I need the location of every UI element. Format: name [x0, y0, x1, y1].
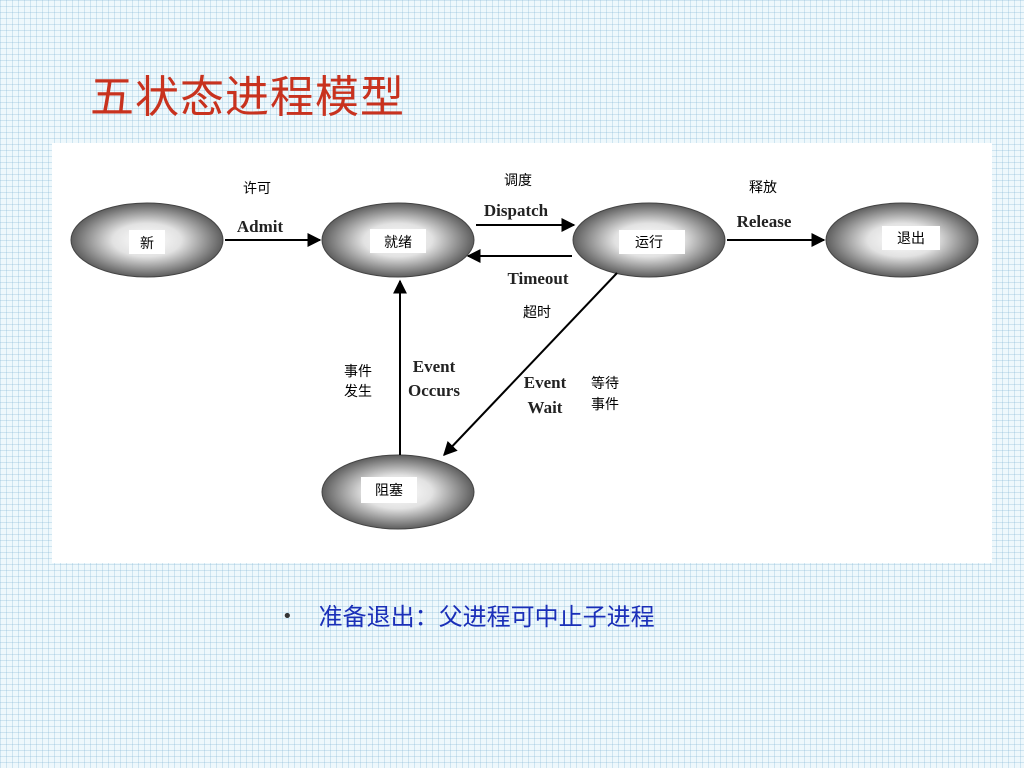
event-occurs-label-en-2: Occurs — [408, 381, 460, 400]
state-running: 运行 — [572, 202, 726, 278]
timeout-label-zh: 超时 — [523, 305, 551, 321]
admit-label-zh: 许可 — [243, 181, 271, 197]
event-occurs-label-zh-2: 发生 — [344, 384, 372, 400]
event-wait-label-en-1: Event — [524, 373, 567, 392]
state-new-label: 新 — [140, 236, 154, 252]
timeout-label-en: Timeout — [507, 269, 568, 288]
state-new: 新 — [70, 202, 224, 278]
bullet-item: • 准备退出：父进程可中止子进程 — [282, 603, 655, 632]
state-diagram: 新 就绪 运行 退出 阻塞 许可 Admi — [70, 173, 979, 530]
state-diagram-panel: 新 就绪 运行 退出 阻塞 许可 Admi — [52, 143, 992, 563]
dispatch-label-zh: 调度 — [504, 173, 532, 189]
admit-label-en: Admit — [237, 217, 284, 236]
release-label-zh: 释放 — [749, 180, 777, 196]
bullet-dot: • — [282, 606, 293, 627]
state-ready-label: 就绪 — [384, 235, 412, 251]
event-wait-label-zh-2: 事件 — [591, 397, 619, 413]
event-occurs-label-en-1: Event — [413, 357, 456, 376]
slide-title: 五状态进程模型 — [90, 72, 405, 123]
event-wait-label-en-2: Wait — [528, 398, 563, 417]
event-occurs-label-zh-1: 事件 — [344, 364, 372, 380]
dispatch-label-en: Dispatch — [484, 201, 549, 220]
state-blocked-label: 阻塞 — [375, 482, 403, 499]
event-wait-label-zh-1: 等待 — [591, 375, 619, 392]
event-wait-arrow — [443, 272, 618, 457]
release-label-en: Release — [737, 212, 792, 231]
state-ready: 就绪 — [321, 202, 475, 278]
state-exit: 退出 — [825, 202, 979, 278]
bullet-text: 准备退出：父进程可中止子进程 — [318, 603, 655, 631]
state-running-label: 运行 — [635, 235, 663, 251]
state-blocked: 阻塞 — [321, 454, 475, 530]
state-exit-label: 退出 — [897, 231, 925, 247]
